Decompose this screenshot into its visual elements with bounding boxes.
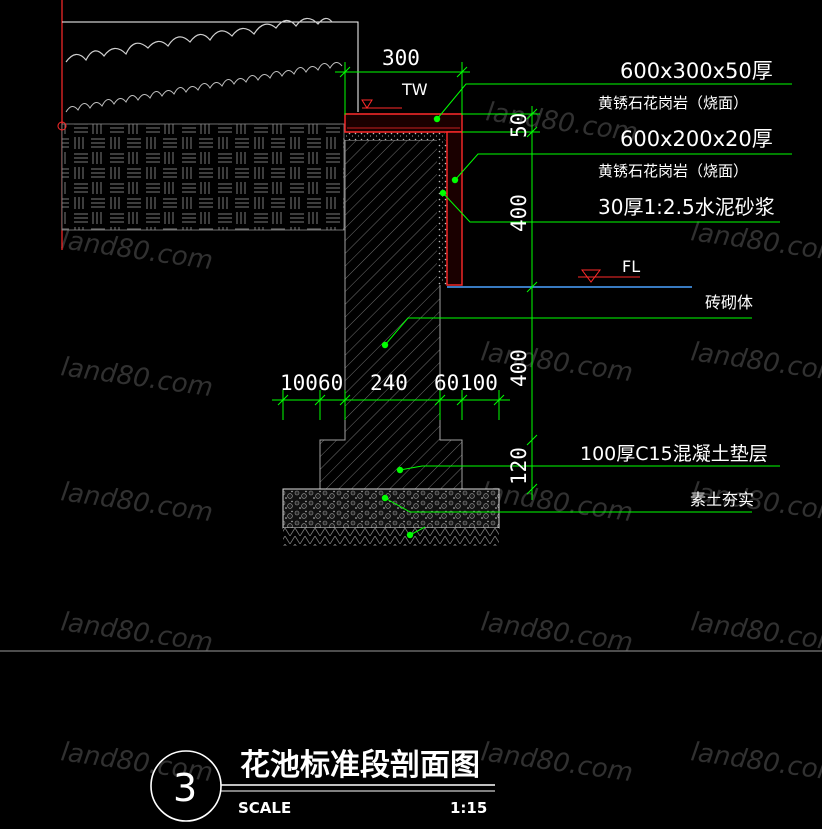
wall-section xyxy=(282,113,692,546)
dim-base-240: 240 xyxy=(370,371,408,395)
granite-facing xyxy=(446,131,463,286)
callout-face-material: 黄锈石花岗岩（烧面） xyxy=(598,162,748,180)
dim-base-100-left: 100 xyxy=(280,371,318,395)
watermark: land80.com xyxy=(479,337,635,388)
callout-cap-size: 600x300x50厚 xyxy=(620,59,773,83)
dim-upper-wall: 400 xyxy=(507,194,531,232)
watermark: land80.com xyxy=(689,337,822,388)
watermark: land80.com xyxy=(479,477,635,528)
watermark: land80.com xyxy=(59,225,215,276)
leader-lines xyxy=(384,83,792,536)
woven-paving xyxy=(61,123,345,231)
watermark: land80.com xyxy=(59,352,215,403)
material-callouts: 600x300x50厚 黄锈石花岗岩（烧面） 600x200x20厚 黄锈石花岗… xyxy=(580,59,775,509)
callout-concrete: 100厚C15混凝土垫层 xyxy=(580,443,768,465)
concrete-pad xyxy=(282,488,500,529)
dim-base-60-right: 60 xyxy=(434,371,459,395)
mortar-bed xyxy=(345,132,445,140)
callout-brick: 砖砌体 xyxy=(705,293,753,312)
dim-cap-height: 50 xyxy=(507,113,531,138)
detail-number-circle xyxy=(150,750,222,822)
granite-cap xyxy=(344,113,463,133)
callout-mortar: 30厚1:2.5水泥砂浆 xyxy=(598,195,775,219)
callout-face-size: 600x200x20厚 xyxy=(620,127,773,151)
title-block: 3 花池标准段剖面图 SCALE 1:15 xyxy=(150,748,495,822)
dim-footing-height: 120 xyxy=(507,447,531,485)
callout-soil: 素土夯实 xyxy=(690,490,754,509)
callout-cap-material: 黄锈石花岗岩（烧面） xyxy=(598,94,748,112)
watermark: land80.com xyxy=(689,737,822,788)
grass-outline xyxy=(65,62,343,113)
fl-label: FL xyxy=(622,257,640,276)
planter-fill xyxy=(57,0,359,250)
scale-value: 1:15 xyxy=(450,799,487,817)
watermark: land80.com xyxy=(479,737,635,788)
dim-top-width: 300 xyxy=(382,46,420,70)
dim-lower-wall: 400 xyxy=(507,349,531,387)
level-markers: TW FL xyxy=(361,80,640,283)
tw-label: TW xyxy=(401,80,428,99)
drawing-title: 花池标准段剖面图 xyxy=(240,748,480,783)
leader-dots xyxy=(381,115,459,539)
watermark: land80.com xyxy=(59,477,215,528)
mortar-side xyxy=(437,140,447,285)
detail-number: 3 xyxy=(173,766,197,810)
compacted-soil xyxy=(283,528,499,546)
shrub-outline xyxy=(65,17,333,63)
dimension-text: 300 50 400 400 120 100 60 240 60 100 xyxy=(280,46,531,485)
dim-base-60-left: 60 xyxy=(318,371,343,395)
watermark: land80.com xyxy=(689,217,822,268)
dim-base-100-right: 100 xyxy=(460,371,498,395)
scale-label: SCALE xyxy=(238,799,291,817)
dimension-lines xyxy=(272,62,540,500)
